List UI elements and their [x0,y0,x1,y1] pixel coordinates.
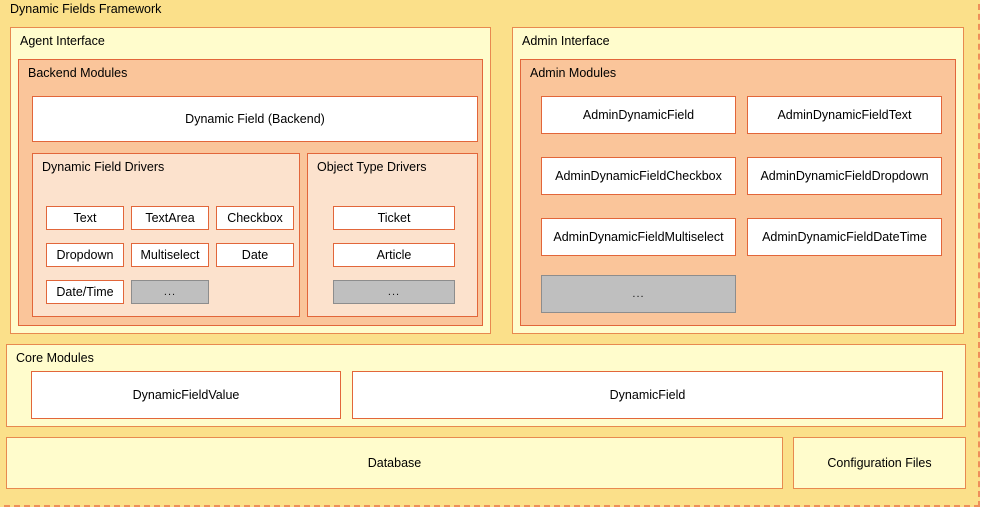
object-type-box-ticket[interactable]: Ticket [333,206,455,230]
admin-module-box-admindynamicfielddropdown[interactable]: AdminDynamicFieldDropdown [747,157,942,195]
backend-modules-title: Backend Modules [28,66,128,80]
object-type-box-more-ellipsis[interactable]: ... [333,280,455,304]
admin-module-box-admindynamicfielddatetime[interactable]: AdminDynamicFieldDateTime [747,218,942,256]
driver-box-date[interactable]: Date [216,243,294,267]
driver-box-dropdown[interactable]: Dropdown [46,243,124,267]
admin-module-box-admindynamicfieldmultiselect[interactable]: AdminDynamicFieldMultiselect [541,218,736,256]
core-modules-title: Core Modules [16,351,94,365]
core-module-box-dynamicfieldvalue[interactable]: DynamicFieldValue [31,371,341,419]
admin-module-box-more-ellipsis[interactable]: ... [541,275,736,313]
admin-module-box-admindynamicfieldcheckbox[interactable]: AdminDynamicFieldCheckbox [541,157,736,195]
driver-box-datetime[interactable]: Date/Time [46,280,124,304]
agent-interface-title: Agent Interface [20,34,105,48]
core-modules-panel: Core Modules DynamicFieldValue DynamicFi… [6,344,966,427]
database-box[interactable]: Database [6,437,783,489]
admin-interface-title: Admin Interface [522,34,610,48]
admin-module-box-admindynamicfieldtext[interactable]: AdminDynamicFieldText [747,96,942,134]
driver-box-more-ellipsis[interactable]: ... [131,280,209,304]
object-type-drivers-panel: Object Type Drivers Ticket Article ... [307,153,478,317]
object-type-drivers-title: Object Type Drivers [317,160,427,174]
driver-box-textarea[interactable]: TextArea [131,206,209,230]
dynamic-field-drivers-panel: Dynamic Field Drivers Text TextArea Chec… [32,153,300,317]
core-module-box-dynamicfield[interactable]: DynamicField [352,371,943,419]
admin-modules-title: Admin Modules [530,66,617,80]
driver-box-text[interactable]: Text [46,206,124,230]
dynamic-field-drivers-title: Dynamic Field Drivers [42,160,165,174]
driver-box-multiselect[interactable]: Multiselect [131,243,209,267]
dynamic-field-backend-box[interactable]: Dynamic Field (Backend) [32,96,478,142]
driver-box-checkbox[interactable]: Checkbox [216,206,294,230]
admin-modules-panel: Admin Modules AdminDynamicField AdminDyn… [520,59,956,326]
framework-title: Dynamic Fields Framework [10,2,162,16]
admin-module-box-admindynamicfield[interactable]: AdminDynamicField [541,96,736,134]
object-type-box-article[interactable]: Article [333,243,455,267]
configuration-files-box[interactable]: Configuration Files [793,437,966,489]
